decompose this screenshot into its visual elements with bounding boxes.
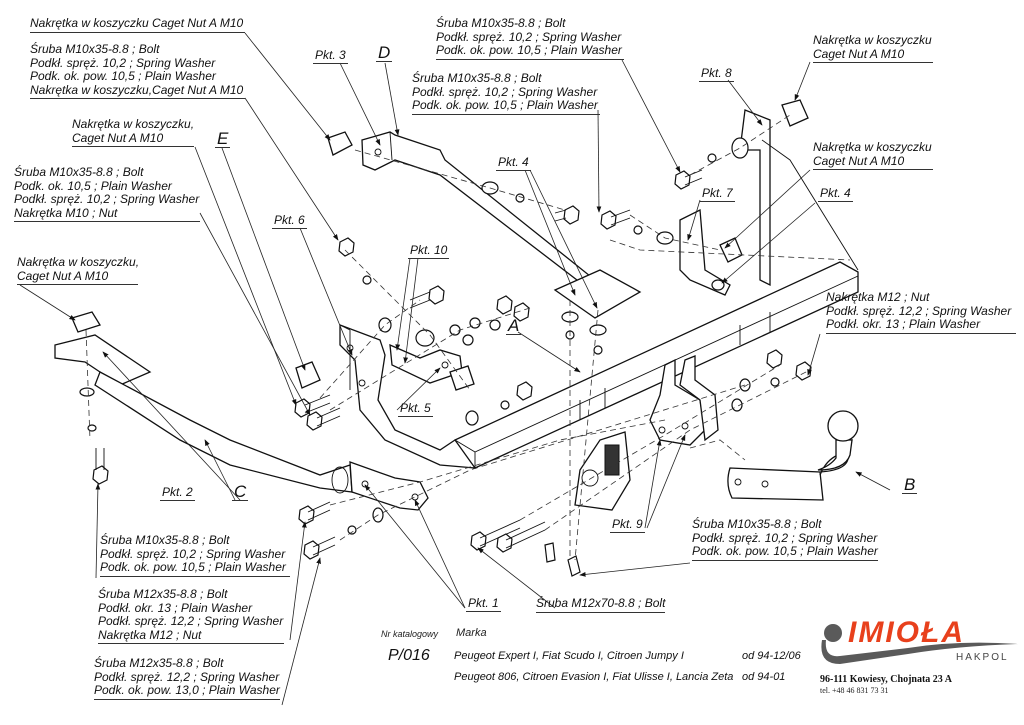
company-brand: IMIOŁA — [848, 616, 965, 649]
fasteners — [79, 137, 812, 577]
caget-nuts — [71, 99, 809, 391]
catalog-model-2-from: od 94-01 — [742, 671, 786, 683]
point-label-8: Pkt. 8 — [699, 66, 734, 82]
crossbar-a — [454, 261, 859, 469]
right-vertical-bracket — [679, 109, 859, 296]
point-label-10: Pkt. 10 — [408, 243, 450, 259]
callout-bolt-set-top-center-lower: Śruba M10x35-8.8 ; Bolt Podkł. spręż. 10… — [412, 71, 600, 115]
towball-logo-icon — [821, 624, 1018, 664]
part-label-a: A — [506, 316, 522, 335]
point-label-6: Pkt. 6 — [272, 213, 307, 229]
leader-lines — [19, 32, 891, 706]
company-sub-brand: HAKPOL — [956, 652, 1009, 663]
side-arm-c — [54, 334, 429, 511]
callout-bolt-set-top-center-upper: Śruba M10x35-8.8 ; Bolt Podkł. spręż. 10… — [436, 16, 624, 60]
side-bracket-e — [339, 324, 477, 469]
mount-plate — [553, 269, 642, 319]
callout-bolt-set-bottom-right: Śruba M10x35-8.8 ; Bolt Podkł. spręż. 10… — [692, 517, 878, 561]
part-label-c: C — [232, 482, 249, 501]
callout-bolt-m12x70: Śruba M12x70-8.8 ; Bolt — [536, 596, 666, 613]
company-logo: IMIOŁA HAKPOL — [818, 616, 1018, 670]
part-label-d: D — [376, 43, 393, 62]
assembly-lines — [85, 114, 851, 561]
catalog-number-label: Nr katalogowy — [381, 629, 439, 639]
point-label-3: Pkt. 3 — [313, 48, 348, 64]
point-label-4b: Pkt. 4 — [818, 186, 853, 202]
catalog-model-2: Peugeot 806, Citroen Evasion I, Fiat Uli… — [454, 671, 734, 683]
tow-ball-b — [727, 410, 859, 501]
callout-caget-nut-right: Nakrętka w koszyczku Caget Nut A M10 — [813, 140, 933, 170]
callout-bolt-set-nut-m10: Śruba M10x35-8.8 ; Bolt Podk. ok. 10,5 ;… — [14, 165, 200, 222]
point-label-5: Pkt. 5 — [398, 401, 433, 417]
callout-nut-set-m12-right: Nakrętka M12 ; Nut Podkł. spręż. 12,2 ; … — [826, 290, 1016, 334]
point-label-2: Pkt. 2 — [160, 485, 195, 501]
catalog-model-1-from: od 94-12/06 — [742, 650, 801, 662]
part-label-e: E — [215, 129, 231, 148]
upper-bracket-d — [361, 131, 596, 291]
callout-bolt-set-m12-b: Śruba M12x35-8.8 ; Bolt Podkł. spręż. 12… — [94, 656, 280, 700]
callout-caget-nut-left: Nakrętka w koszyczku, Caget Nut A M10 — [17, 255, 139, 285]
callout-bolt-set-bottom-left: Śruba M10x35-8.8 ; Bolt Podkł. spręż. 10… — [100, 533, 290, 577]
catalog-model-1: Peugeot Expert I, Fiat Scudo I, Citroen … — [454, 650, 684, 662]
callout-bolt-set-top-left: Śruba M10x35-8.8 ; Bolt Podkł. spręż. 10… — [30, 42, 245, 99]
callout-caget-nut-e: Nakrętka w koszyczku, Caget Nut A M10 — [72, 117, 194, 147]
company-address: 96-111 Kowiesy, Chojnata 23 A — [820, 674, 952, 685]
callout-bolt-set-m12-a: Śruba M12x35-8.8 ; Bolt Podkł. okr. 13 ;… — [98, 587, 284, 644]
catalog-brand-label: Marka — [456, 627, 487, 639]
callout-caget-nut-top: Nakrętka w koszyczku Caget Nut A M10 — [30, 16, 245, 33]
point-label-4a: Pkt. 4 — [496, 155, 531, 171]
callout-caget-nut-top-right: Nakrętka w koszyczku Caget Nut A M10 — [813, 33, 933, 63]
socket-plate — [574, 431, 631, 511]
lug-plates — [649, 355, 719, 446]
company-phone: tel. +48 46 831 73 31 — [820, 686, 889, 695]
part-label-b: B — [902, 475, 918, 494]
point-label-9: Pkt. 9 — [610, 517, 645, 533]
catalog-number: P/016 — [388, 647, 430, 664]
point-label-7: Pkt. 7 — [700, 186, 735, 202]
point-label-1: Pkt. 1 — [466, 596, 501, 612]
